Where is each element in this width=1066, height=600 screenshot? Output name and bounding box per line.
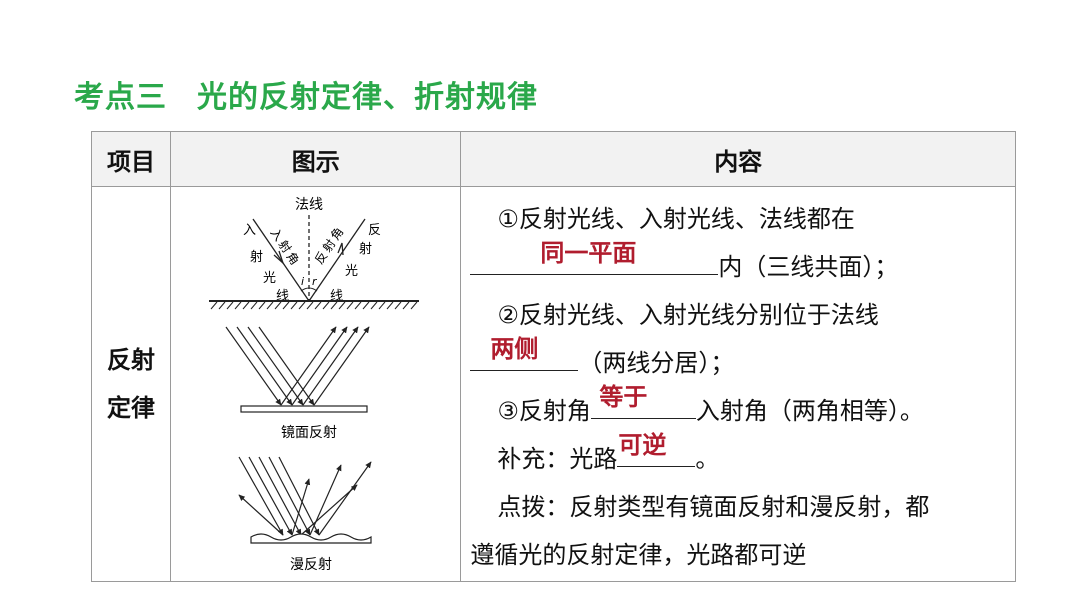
diffuse-diagram [238, 456, 372, 544]
surface-hatching [210, 301, 418, 310]
incident-char-2: 光 [263, 271, 276, 286]
content-line-5: ③反射角等于入射角（两角相等）。 [470, 384, 1015, 435]
reflect-char-1: 射 [359, 241, 372, 257]
page-title: 考点三光的反射定律、折射规律 [74, 72, 538, 116]
blank-2: 两侧 [470, 336, 579, 371]
answer-4: 可逆 [618, 431, 667, 459]
answer-2: 两侧 [490, 335, 539, 363]
table-row: 反射 定律 法线 i [90, 186, 1016, 582]
reflect-arrow [337, 242, 344, 256]
incident-char-0: 入 [243, 223, 256, 238]
content-line-7: 点拨：反射类型有镜面反射和漫反射，都 [497, 493, 930, 521]
blank-4: 可逆 [617, 432, 696, 467]
content-line-2-after: 内（三线共面）； [718, 253, 899, 281]
content-line-4: 两侧 （两线分居）； [470, 336, 1015, 387]
content-table: 项目 图示 内容 反射 定律 法线 [90, 131, 1016, 582]
diffuse-caption: 漫反射 [290, 557, 332, 573]
reflected-ray [308, 218, 366, 302]
mirror-caption: 镜面反射 [281, 425, 337, 441]
title-part1: 考点三 [74, 80, 167, 115]
blank-3: 等于 [590, 384, 696, 419]
reflection-diagram: 法线 i r 入 射 光 线 入 射 角 反 射 [209, 197, 420, 573]
content-line-4-after: （两线分居）； [578, 349, 735, 377]
specular-diagram [225, 326, 370, 413]
figure-cell: 法线 i r 入 射 光 线 入 射 角 反 射 [170, 186, 462, 582]
incident-char-1: 射 [250, 249, 263, 265]
item-cell: 反射 定律 [90, 186, 172, 582]
header-figure: 图示 [170, 131, 462, 187]
content-line-2: 同一平面内（三线共面）； [470, 240, 1015, 291]
incident-ray [252, 218, 310, 302]
normal-label: 法线 [295, 197, 323, 213]
answer-3: 等于 [599, 383, 648, 411]
header-content: 内容 [460, 131, 1016, 187]
content-line-8: 遵循光的反射定律，光路都可逆 [470, 541, 807, 569]
content-line-6: 补充：光路可逆。 [470, 432, 1015, 483]
reflect-char-2: 光 [345, 264, 358, 279]
item-line2: 定律 [107, 394, 156, 422]
content-line-6-before: 补充：光路 [497, 445, 618, 473]
i-label: i [301, 275, 304, 288]
title-part2: 光的反射定律、折射规律 [197, 80, 538, 115]
content-line-1: ①反射光线、入射光线、法线都在 [497, 205, 855, 233]
header-item: 项目 [90, 131, 172, 187]
r-label: r [312, 275, 318, 288]
angle-arc [300, 287, 318, 292]
incident-arrow [273, 250, 285, 266]
content-line-5-before: ③反射角 [497, 397, 591, 425]
content-cell: ①反射光线、入射光线、法线都在 同一平面内（三线共面）； ②反射光线、入射光线分… [460, 186, 1016, 582]
content-line-6-after: 。 [695, 445, 720, 473]
content-line-3: ②反射光线、入射光线分别位于法线 [497, 301, 879, 329]
flat-mirror [240, 405, 368, 413]
item-line1: 反射 [107, 346, 156, 374]
reflect-char-0: 反 [368, 223, 381, 238]
rough-surface [250, 533, 372, 544]
blank-1: 同一平面 [470, 240, 719, 275]
content-line-5-after: 入射角（两角相等）。 [695, 397, 924, 425]
law-diagram: 法线 i r 入 射 光 线 入 射 角 反 射 [209, 197, 420, 310]
table-header-row: 项目 图示 内容 [90, 131, 1016, 187]
answer-1: 同一平面 [540, 239, 637, 267]
